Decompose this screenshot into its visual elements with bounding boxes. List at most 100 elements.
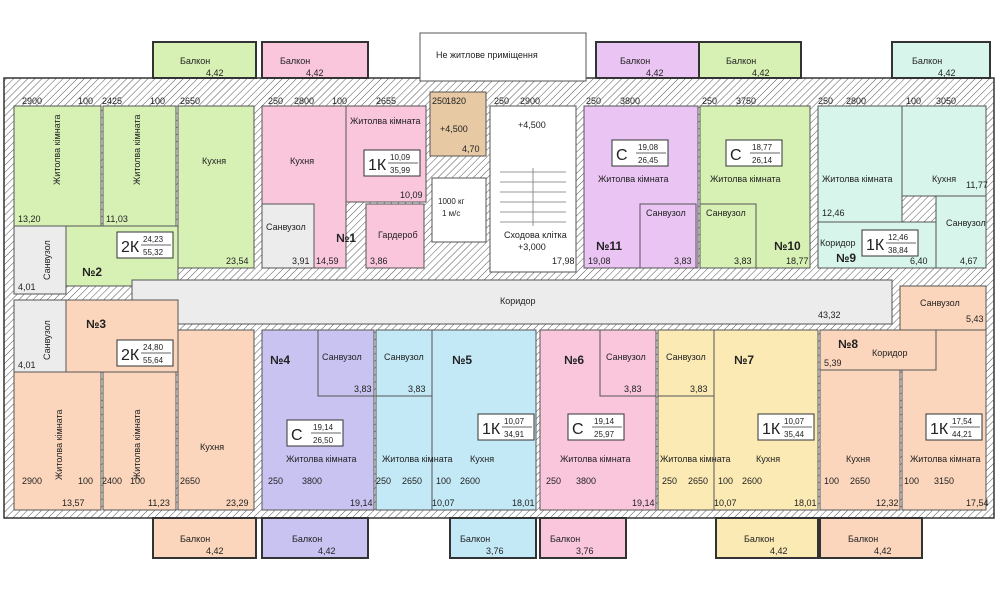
dimension: 2900 [22, 476, 42, 486]
a8-bath [899, 285, 987, 331]
apartment-type: С [572, 421, 584, 438]
balcony-area: 3,76 [576, 546, 594, 556]
dimension: 3750 [736, 96, 756, 106]
room-area: 18,77 [786, 256, 809, 266]
apartment-type: С [730, 147, 742, 164]
a10-living-label: Житолва кімната [710, 174, 781, 184]
balcony-labels: Балкон4,42Балкон4,42Балкон4,42Балкон4,42… [180, 56, 956, 556]
a2-bath [13, 225, 67, 295]
apartment-area-2: 55,64 [143, 356, 164, 365]
apartment-area-1: 10,09 [390, 153, 411, 162]
dimension: 250 [376, 476, 391, 486]
a9-kitchen [901, 105, 987, 197]
room-area: 10,07 [432, 498, 455, 508]
a3-bath-label: Санвузол [42, 320, 52, 360]
a8-kitchen [819, 369, 901, 511]
balcony [261, 41, 369, 79]
level-label: +4,500 [440, 124, 468, 134]
a9-kitchen-label: Кухня [932, 174, 956, 184]
dimension: 2600 [742, 476, 762, 486]
a6-living-label: Житолва кімната [560, 454, 631, 464]
apartment-area-1: 17,54 [952, 417, 973, 426]
a2-living-1-label: Житолва кімната [52, 114, 62, 185]
dimension: 2655 [376, 96, 396, 106]
stairs-label: Сходова клітка [504, 230, 567, 240]
apartment-area-1: 10,07 [784, 417, 805, 426]
apartment-number: №9 [836, 251, 856, 265]
elevator-capacity: 1000 кг [438, 197, 465, 206]
balcony [261, 517, 369, 559]
a8-hall-label: Коридор [872, 348, 908, 358]
balcony-label: Балкон [292, 534, 322, 544]
a8-hall [819, 329, 937, 371]
dimension: 100 [78, 96, 93, 106]
dimension: 250 [268, 96, 283, 106]
room-area: 11,77 [966, 180, 988, 190]
dimension: 2650 [402, 476, 422, 486]
balcony-label: Балкон [912, 56, 942, 66]
dimension: 2650 [180, 96, 200, 106]
a1-bath [261, 203, 315, 269]
dimension: 250 [268, 476, 283, 486]
dimension: 100 [78, 476, 93, 486]
corridor-label: Коридор [500, 296, 536, 306]
a3-living-2-label: Житолва кімната [132, 409, 142, 480]
balcony [891, 41, 991, 79]
balcony [698, 41, 802, 79]
apartment-number: №7 [734, 353, 754, 367]
room-area: 3,91 [292, 256, 310, 266]
apartment-area-1: 19,14 [594, 417, 615, 426]
apartment-area-2: 44,21 [952, 430, 973, 439]
a9-living-label: Житолва кімната [822, 174, 893, 184]
balcony-area: 4,42 [770, 546, 788, 556]
apartment-number: №6 [564, 353, 584, 367]
room-area: 4,70 [462, 144, 480, 154]
room-area: 3,83 [354, 384, 372, 394]
a10-bath-label: Санвузол [706, 208, 746, 218]
dimension: 250 [432, 96, 447, 106]
balcony [715, 517, 819, 559]
apartment-number: №5 [452, 353, 472, 367]
nonres-box [419, 32, 587, 82]
corridor [131, 279, 893, 325]
a3-kitchen [177, 329, 255, 511]
dimension: 250 [546, 476, 561, 486]
room-area: 19,14 [350, 498, 373, 508]
balcony-label: Балкон [744, 534, 774, 544]
a1-kitchen-label: Кухня [290, 156, 314, 166]
apartment-area-2: 26,14 [752, 156, 773, 165]
dimension: 2600 [460, 476, 480, 486]
apartment-number: №8 [838, 337, 858, 351]
apartment-number: №2 [82, 265, 102, 279]
elevator [431, 177, 487, 243]
dimension: 100 [824, 476, 839, 486]
a2-kitchen-label: Кухня [202, 156, 226, 166]
a3-living-1 [13, 371, 102, 511]
apartment-number: №10 [774, 239, 801, 253]
a9-bath-label: Санвузол [946, 218, 986, 228]
apartment-type: 1К [368, 157, 387, 174]
room-area: 10,07 [714, 498, 737, 508]
a5-bath [375, 329, 433, 397]
dimension: 3800 [302, 476, 322, 486]
a7-living [657, 395, 715, 511]
room-area: 11,03 [106, 214, 128, 224]
room-area: 19,08 [588, 256, 611, 266]
a4-bath-label: Санвузол [322, 352, 362, 362]
balcony-area: 4,42 [318, 546, 336, 556]
room-area: 43,32 [818, 310, 841, 320]
a6-bath [599, 329, 657, 397]
a5-bath-label: Санвузол [384, 352, 424, 362]
balconies-bottom [152, 517, 923, 559]
dimension: 100 [332, 96, 347, 106]
balcony-label: Балкон [726, 56, 756, 66]
